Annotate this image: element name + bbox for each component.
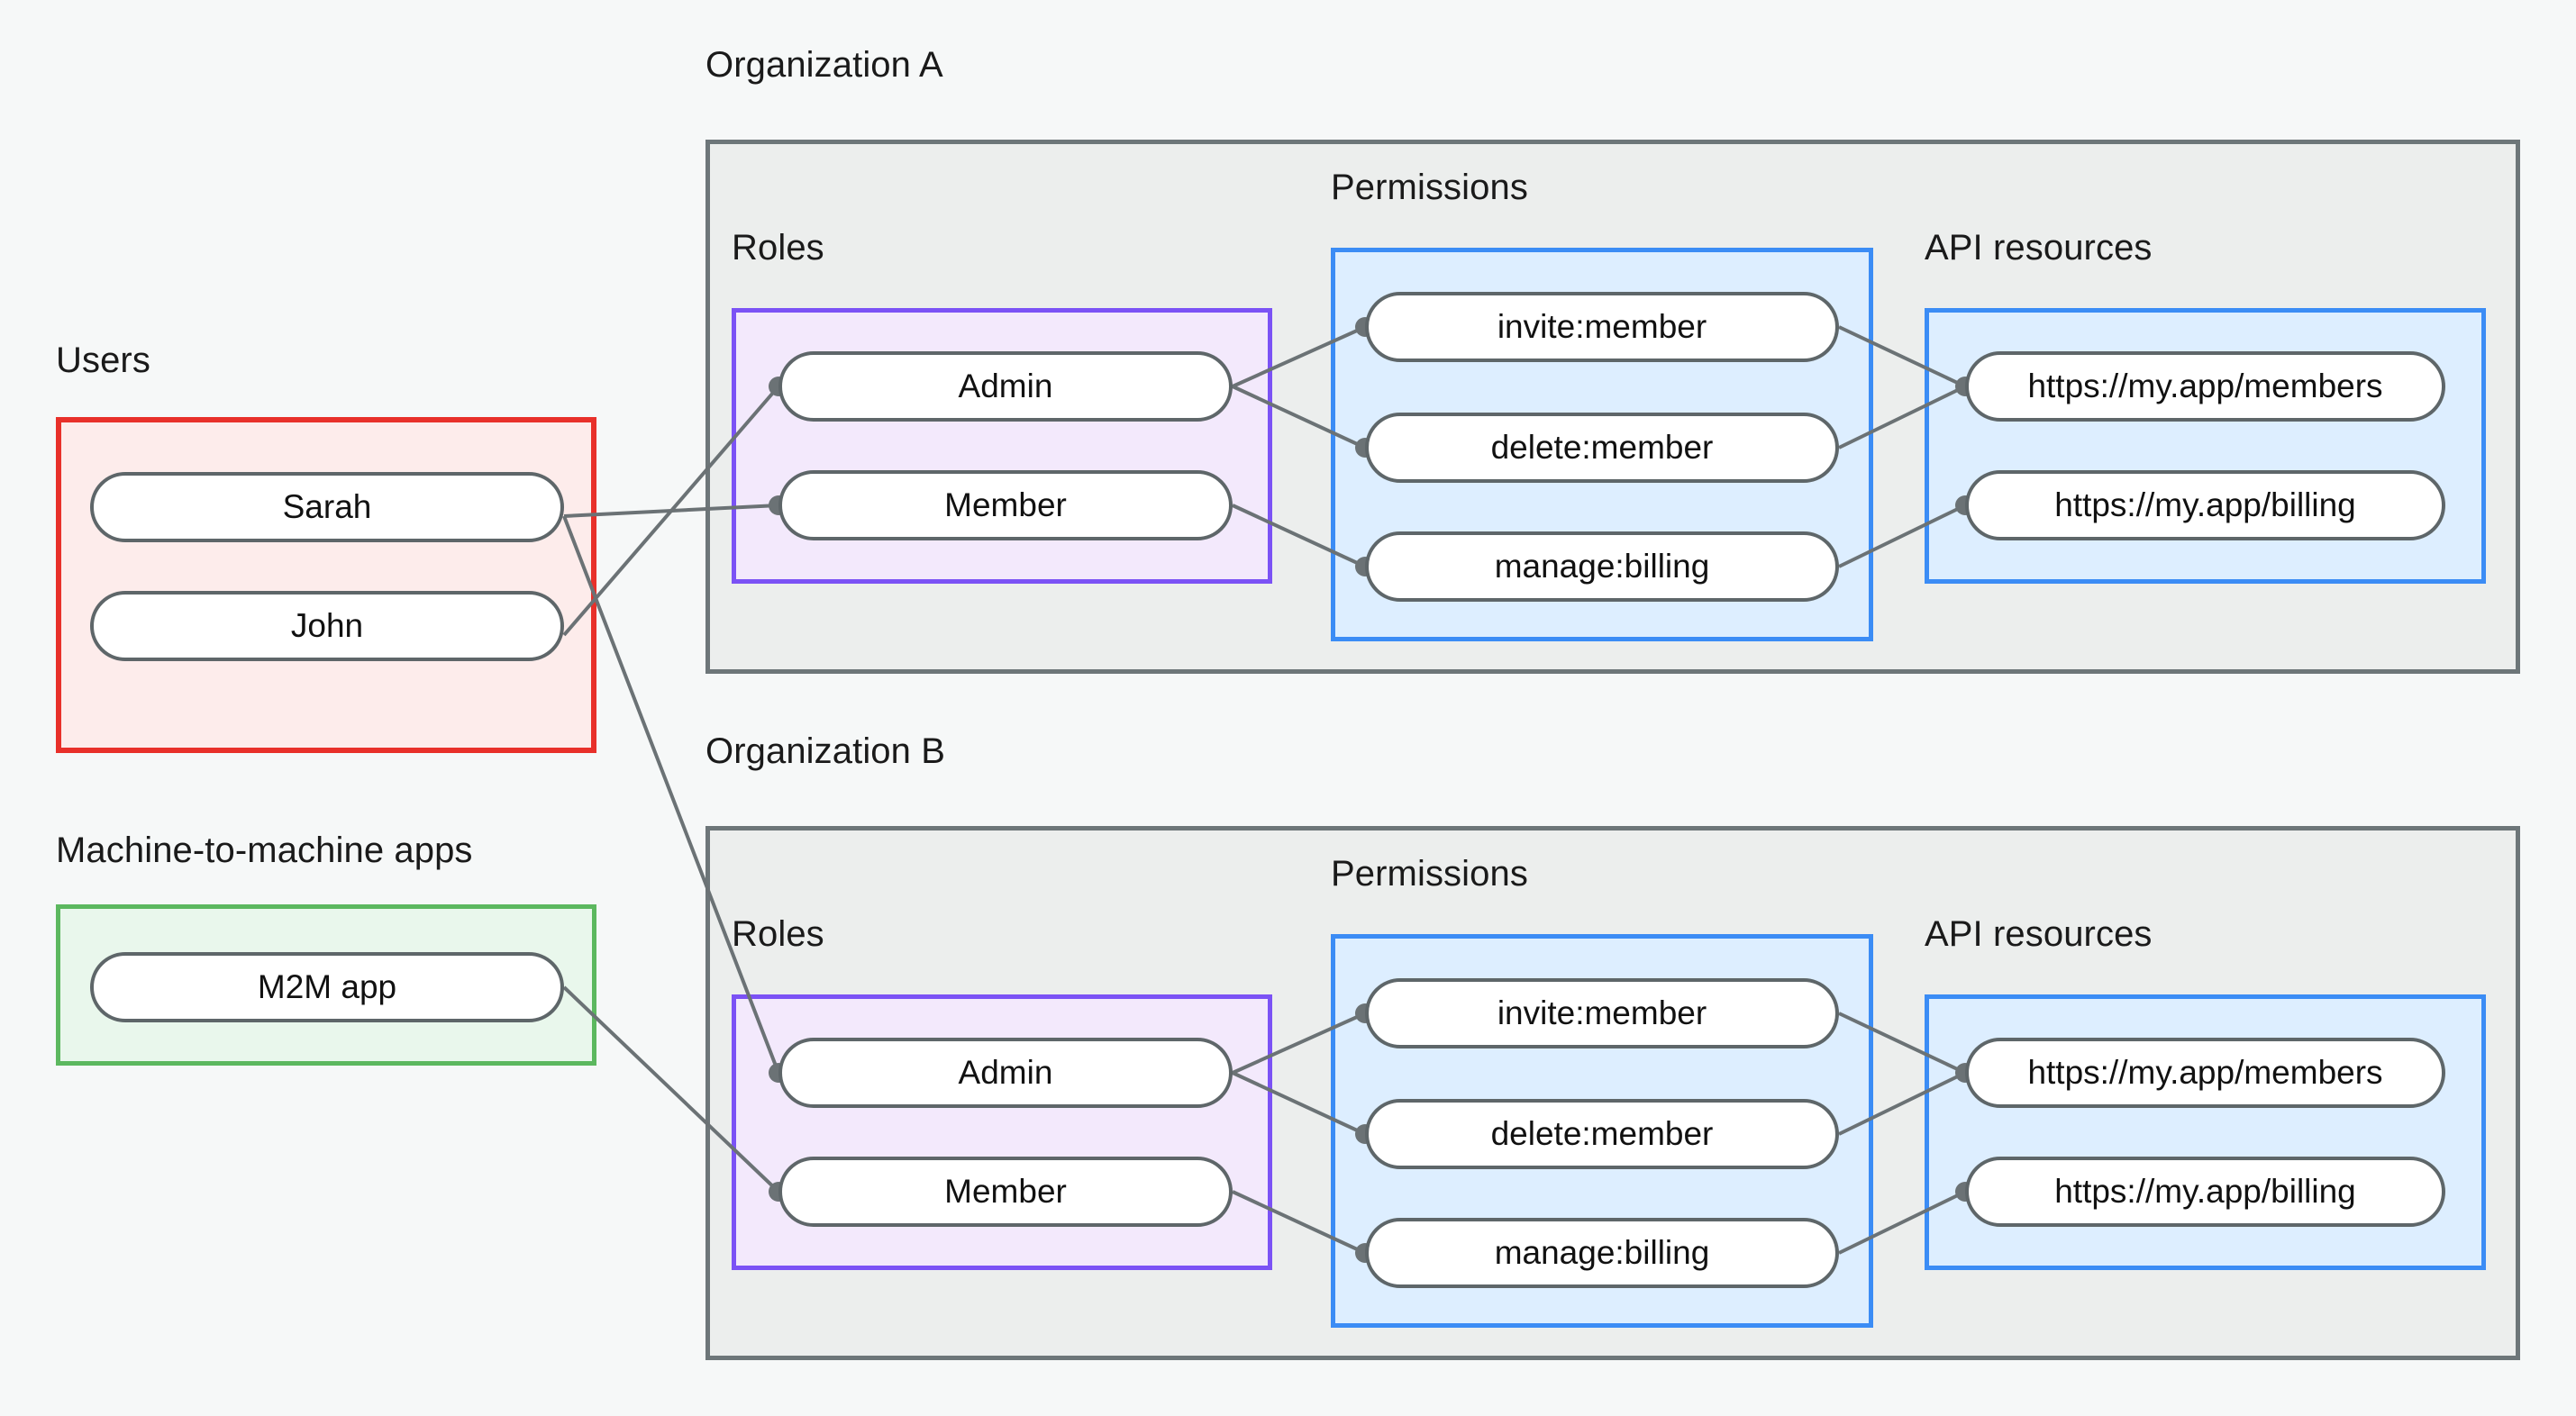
org-b-permissions-title: Permissions bbox=[1331, 854, 1528, 894]
role-node-admin-b-label: Admin bbox=[958, 1054, 1053, 1091]
org-b-roles-title: Roles bbox=[732, 914, 824, 954]
api-node-members-b[interactable]: https://my.app/members bbox=[1965, 1038, 2445, 1108]
edge-invite-a-members-a bbox=[1838, 325, 1966, 388]
api-node-billing-a[interactable]: https://my.app/billing bbox=[1965, 470, 2445, 540]
permission-node-billing-a-label: manage:billing bbox=[1494, 548, 1710, 585]
user-node-john-label: John bbox=[290, 607, 364, 644]
org-b-title: Organization B bbox=[705, 731, 945, 771]
role-node-member-b-label: Member bbox=[944, 1173, 1067, 1210]
edge-sarah-admin-b bbox=[562, 515, 780, 1074]
users-group-title: Users bbox=[56, 340, 150, 380]
m2m-node-app-label: M2M app bbox=[257, 968, 397, 1005]
permission-node-billing-a[interactable]: manage:billing bbox=[1365, 531, 1839, 602]
org-a-title: Organization A bbox=[705, 45, 943, 85]
api-node-billing-b[interactable]: https://my.app/billing bbox=[1965, 1157, 2445, 1227]
org-a-roles-title: Roles bbox=[732, 228, 824, 268]
permission-node-delete-b[interactable]: delete:member bbox=[1365, 1099, 1839, 1169]
role-node-admin-a-label: Admin bbox=[958, 368, 1053, 404]
m2m-node-app[interactable]: M2M app bbox=[90, 952, 564, 1022]
edge-member-b-billing-b bbox=[1232, 1190, 1366, 1255]
role-node-admin-b[interactable]: Admin bbox=[778, 1038, 1233, 1108]
role-node-member-b[interactable]: Member bbox=[778, 1157, 1233, 1227]
user-node-sarah[interactable]: Sarah bbox=[90, 472, 564, 542]
permission-node-delete-a[interactable]: delete:member bbox=[1365, 413, 1839, 483]
user-node-john[interactable]: John bbox=[90, 591, 564, 661]
edge-invite-b-members-b bbox=[1838, 1012, 1966, 1075]
api-node-members-a-label: https://my.app/members bbox=[2027, 368, 2383, 404]
role-node-member-a[interactable]: Member bbox=[778, 470, 1233, 540]
org-b-api-title: API resources bbox=[1925, 914, 2153, 954]
permission-node-billing-b-label: manage:billing bbox=[1494, 1234, 1710, 1271]
edge-member-a-billing-a bbox=[1232, 504, 1366, 568]
permission-node-billing-b[interactable]: manage:billing bbox=[1365, 1218, 1839, 1288]
edge-delete-b-members-b bbox=[1838, 1071, 1966, 1136]
user-node-sarah-label: Sarah bbox=[282, 488, 372, 525]
api-node-billing-b-label: https://my.app/billing bbox=[2054, 1173, 2356, 1210]
permission-node-invite-b[interactable]: invite:member bbox=[1365, 978, 1839, 1048]
edge-delete-a-members-a bbox=[1838, 385, 1966, 449]
edge-billing-b-billing-res-b bbox=[1838, 1190, 1966, 1255]
m2m-group-title: Machine-to-machine apps bbox=[56, 831, 473, 870]
org-a-permissions-title: Permissions bbox=[1331, 168, 1528, 207]
role-node-admin-a[interactable]: Admin bbox=[778, 351, 1233, 422]
permission-node-delete-b-label: delete:member bbox=[1490, 1115, 1714, 1152]
api-node-members-a[interactable]: https://my.app/members bbox=[1965, 351, 2445, 422]
permission-node-delete-a-label: delete:member bbox=[1490, 429, 1714, 466]
edge-john-admin-a bbox=[562, 385, 780, 637]
edge-m2m-member-b bbox=[562, 985, 780, 1194]
permission-node-invite-b-label: invite:member bbox=[1497, 994, 1707, 1031]
edge-admin-a-delete-a bbox=[1232, 385, 1366, 449]
permission-node-invite-a-label: invite:member bbox=[1497, 308, 1707, 345]
api-node-billing-a-label: https://my.app/billing bbox=[2054, 486, 2356, 523]
api-node-members-b-label: https://my.app/members bbox=[2027, 1054, 2383, 1091]
edge-admin-a-invite-a bbox=[1232, 325, 1366, 388]
permission-node-invite-a[interactable]: invite:member bbox=[1365, 292, 1839, 362]
edge-admin-b-invite-b bbox=[1232, 1012, 1366, 1075]
org-a-api-title: API resources bbox=[1925, 228, 2153, 268]
edge-billing-a-billing-res-a bbox=[1838, 504, 1966, 568]
role-node-member-a-label: Member bbox=[944, 486, 1067, 523]
edge-admin-b-delete-b bbox=[1232, 1071, 1366, 1136]
